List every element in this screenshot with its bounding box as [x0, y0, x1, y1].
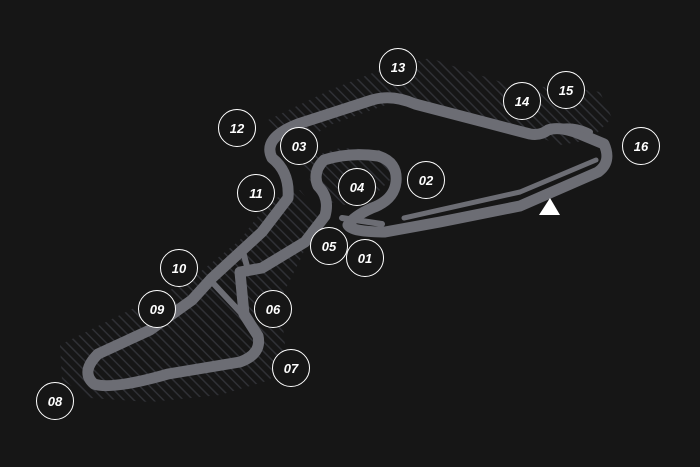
runoff-area-north	[268, 58, 612, 150]
track-pit-lane	[401, 157, 599, 221]
corner-label-11[interactable]: 11	[237, 174, 275, 212]
corner-label-09[interactable]: 09	[138, 290, 176, 328]
corner-label-01[interactable]: 01	[346, 239, 384, 277]
track-link-infield	[339, 215, 385, 227]
corner-label-05[interactable]: 05	[310, 227, 348, 265]
corner-label-04[interactable]: 04	[338, 168, 376, 206]
track-link-chicane	[209, 279, 261, 339]
direction-triangle-icon	[539, 198, 560, 215]
corner-label-14[interactable]: 14	[503, 82, 541, 120]
corner-label-03[interactable]: 03	[280, 127, 318, 165]
track-link-south	[239, 245, 251, 273]
corner-label-07[interactable]: 07	[272, 349, 310, 387]
corner-label-16[interactable]: 16	[622, 127, 660, 165]
corner-label-08[interactable]: 08	[36, 382, 74, 420]
corner-label-13[interactable]: 13	[379, 48, 417, 86]
corner-label-06[interactable]: 06	[254, 290, 292, 328]
corner-label-02[interactable]: 02	[407, 161, 445, 199]
corner-label-10[interactable]: 10	[160, 249, 198, 287]
track-main-loop	[82, 92, 613, 392]
corner-label-15[interactable]: 15	[547, 71, 585, 109]
track-link-north	[545, 123, 593, 135]
corner-label-12[interactable]: 12	[218, 109, 256, 147]
